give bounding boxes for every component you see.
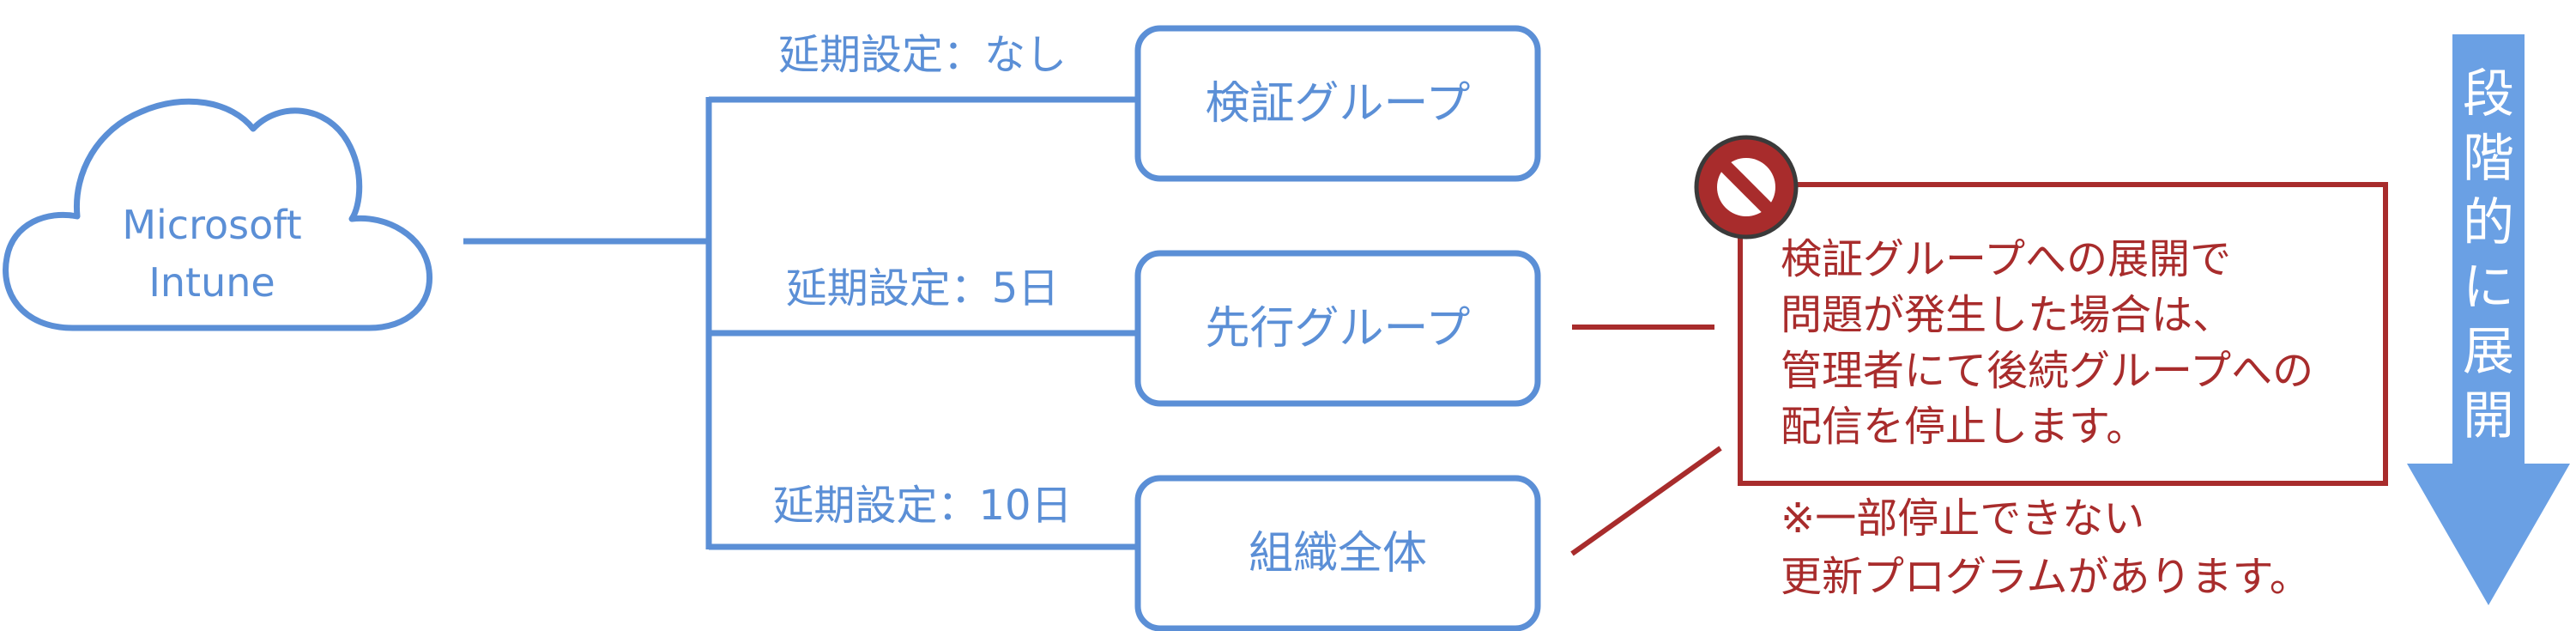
group-box-frame [1134, 25, 1541, 182]
side-char-3: 的 [2463, 193, 2514, 253]
footnote-line-1: ※一部停止できない [1781, 494, 2144, 543]
deferral-label-2: 延期設定：5日 [786, 264, 1060, 312]
group-box-1: 検証グループ [1134, 25, 1541, 182]
intune-cloud: Microsoft Intune [3, 98, 433, 331]
callout-connectors [1570, 325, 1722, 556]
source-name-line1: Microsoft [122, 202, 301, 248]
stop-note: 検証グループへの展開で 問題が発生した場合は、 管理者にて後続グループへの 配信… [1738, 182, 2388, 486]
group-box-3: 組織全体 [1134, 475, 1541, 631]
prohibited-icon-slash [1720, 161, 1773, 214]
group-box-frame [1134, 250, 1541, 407]
footnote-line-2: 更新プログラムがあります。 [1781, 553, 2311, 601]
note-line-1: 検証グループへの展開で [1781, 235, 2231, 283]
side-char-2: 階 [2463, 129, 2514, 189]
note-line-2: 問題が発生した場合は、 [1781, 291, 2234, 339]
side-char-6: 開 [2463, 386, 2514, 446]
group-label-2: 先行グループ [1206, 303, 1471, 355]
note-line-4: 配信を停止します。 [1781, 403, 2147, 451]
group-box-frame [1134, 475, 1541, 631]
note-line-3: 管理者にて後続グループへの [1781, 347, 2313, 395]
deferral-label-1: 延期設定：なし [778, 31, 1067, 79]
prohibited-icon [1694, 135, 1799, 240]
down-arrow-icon [2407, 34, 2570, 605]
connector-tree [463, 96, 1138, 550]
side-char-4: に [2463, 258, 2514, 318]
group-label-3: 組織全体 [1249, 528, 1427, 579]
side-char-1: 段 [2463, 64, 2514, 124]
group-box-2: 先行グループ [1134, 250, 1541, 407]
cloud-icon [3, 98, 433, 331]
stop-note-frame [1738, 182, 2388, 486]
phased-rollout-arrow: 段 階 的 に 展 開 [2407, 34, 2570, 605]
side-char-5: 展 [2463, 322, 2514, 382]
deferral-label-3: 延期設定：10日 [772, 482, 1072, 530]
source-name-line2: Intune [148, 259, 275, 306]
callout-connector-2 [1570, 446, 1722, 556]
group-label-1: 検証グループ [1206, 78, 1471, 130]
